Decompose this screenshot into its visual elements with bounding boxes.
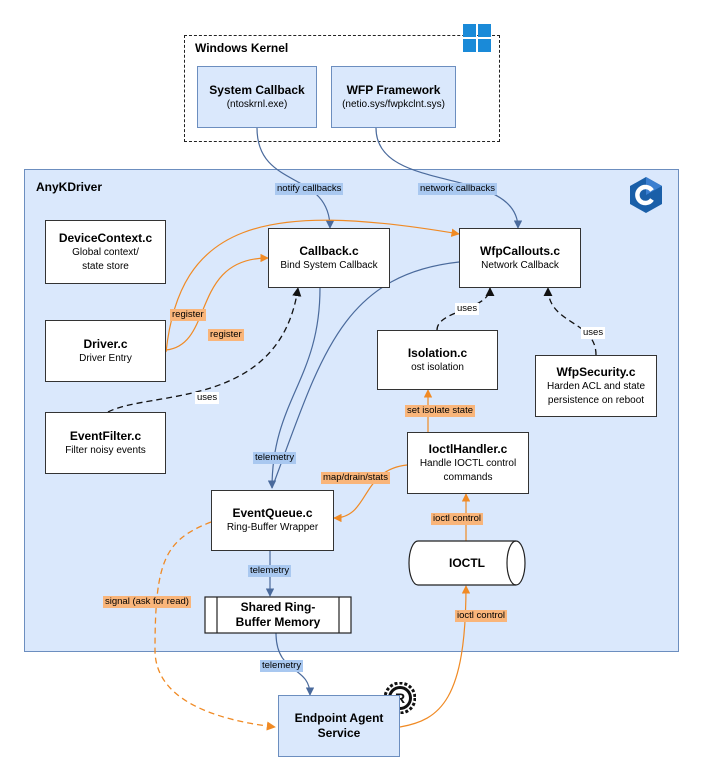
anykdriver-title: AnyKDriver [36, 180, 103, 194]
event-queue-title: EventQueue.c [232, 506, 313, 520]
shared-ring-title-1: Shared Ring- [240, 600, 316, 614]
isolation-subtitle: ost isolation [411, 361, 464, 373]
label-map-drain-stats: map/drain/stats [321, 472, 390, 484]
edge-register-wfpcallouts [165, 219, 460, 353]
wfp-security-subtitle-1: Harden ACL and state [546, 380, 646, 392]
ioctl-handler-subtitle-2: commands [443, 471, 493, 483]
windows-kernel-title: Windows Kernel [195, 41, 289, 55]
ioctl-cylinder-shape [408, 540, 526, 586]
callback-c-title: Callback.c [299, 243, 359, 258]
shared-ring-buffer-shape [204, 596, 352, 634]
wfp-security-node[interactable]: WfpSecurity.c Harden ACL and state persi… [535, 355, 657, 417]
isolation-title: Isolation.c [407, 345, 468, 360]
label-network-callbacks: network callbacks [418, 183, 497, 195]
ioctl-handler-title: IoctlHandler.c [428, 441, 508, 456]
wfp-callouts-title: WfpCallouts.c [480, 243, 560, 258]
endpoint-agent-title-1: Endpoint Agent [294, 711, 384, 725]
edge-notify-callbacks [256, 127, 335, 229]
device-context-subtitle-2: state store [82, 260, 129, 272]
edge-uses-wfpsecurity [543, 287, 597, 356]
svg-text:R: R [395, 690, 405, 706]
label-uses-isolation: uses [455, 303, 480, 315]
device-context-node[interactable]: DeviceContext.c Global context/ state st… [45, 220, 166, 284]
wfp-framework-subtitle: (netio.sys/fwpkclnt.sys) [342, 98, 445, 110]
edge-agent-to-ioctl [399, 585, 471, 728]
event-queue-node[interactable]: EventQueue.c Ring-Buffer Wrapper [211, 490, 334, 551]
endpoint-agent-node[interactable]: Endpoint Agent Service [278, 695, 400, 757]
edge-signal [154, 521, 276, 731]
label-notify-callbacks: notify callbacks [275, 183, 344, 195]
label-signal: signal (ask for read) [103, 596, 191, 608]
event-filter-subtitle: Filter noisy events [65, 444, 146, 456]
event-filter-title: EventFilter.c [69, 428, 142, 443]
edge-register-callback [165, 253, 269, 351]
windows-logo-icon [463, 24, 491, 52]
event-queue-subtitle: Ring-Buffer Wrapper [226, 522, 319, 533]
label-register-2: register [208, 329, 244, 341]
label-register-1: register [170, 309, 206, 321]
device-context-subtitle-1: Global context/ [72, 246, 139, 258]
shared-ring-buffer-node[interactable]: Shared Ring- Buffer Memory [217, 598, 339, 632]
ioctl-node[interactable]: IOCTL [449, 556, 485, 570]
wfp-security-title: WfpSecurity.c [556, 364, 636, 379]
isolation-node[interactable]: Isolation.c ost isolation [377, 330, 498, 390]
driver-c-node[interactable]: Driver.c Driver Entry [45, 320, 166, 382]
driver-c-subtitle: Driver Entry [79, 352, 132, 364]
device-context-title: DeviceContext.c [58, 230, 153, 245]
edge-network-callbacks [375, 127, 523, 229]
wfp-callouts-node[interactable]: WfpCallouts.c Network Callback [459, 228, 581, 288]
wfp-callouts-subtitle: Network Callback [481, 259, 559, 271]
wfp-framework-title: WFP Framework [346, 82, 441, 97]
wfp-security-subtitle-2: persistence on reboot [547, 394, 645, 406]
system-callback-subtitle: (ntoskrnl.exe) [226, 98, 288, 110]
driver-c-title: Driver.c [83, 336, 128, 351]
label-telemetry-2: telemetry [248, 565, 292, 577]
edge-map-drain-stats [333, 464, 408, 523]
callback-c-node[interactable]: Callback.c Bind System Callback [268, 228, 390, 288]
label-telemetry-3: telemetry [260, 660, 304, 672]
label-ioctl-control-2: ioctl control [455, 610, 508, 622]
ioctl-handler-node[interactable]: IoctlHandler.c Handle IOCTL control comm… [407, 432, 529, 494]
label-telemetry-1: telemetry [253, 452, 297, 464]
edge-uses-eventfilter [107, 287, 302, 413]
system-callback-node[interactable]: System Callback (ntoskrnl.exe) [197, 66, 317, 128]
ioctl-handler-subtitle-1: Handle IOCTL control [419, 457, 517, 469]
label-uses-eventfilter: uses [195, 392, 220, 404]
edge-wfpcallouts-telemetry [271, 261, 460, 489]
wfp-framework-node[interactable]: WFP Framework (netio.sys/fwpkclnt.sys) [331, 66, 456, 128]
label-ioctl-control-1: ioctl control [431, 513, 484, 525]
event-filter-node[interactable]: EventFilter.c Filter noisy events [45, 412, 166, 474]
shared-ring-title-2: Buffer Memory [235, 615, 321, 629]
system-callback-title: System Callback [209, 82, 305, 97]
c-language-icon [630, 177, 662, 213]
callback-c-subtitle: Bind System Callback [280, 259, 378, 271]
endpoint-agent-title-2: Service [317, 726, 361, 740]
label-set-isolate-state: set isolate state [405, 405, 476, 417]
label-uses-wfpsecurity: uses [581, 327, 606, 339]
